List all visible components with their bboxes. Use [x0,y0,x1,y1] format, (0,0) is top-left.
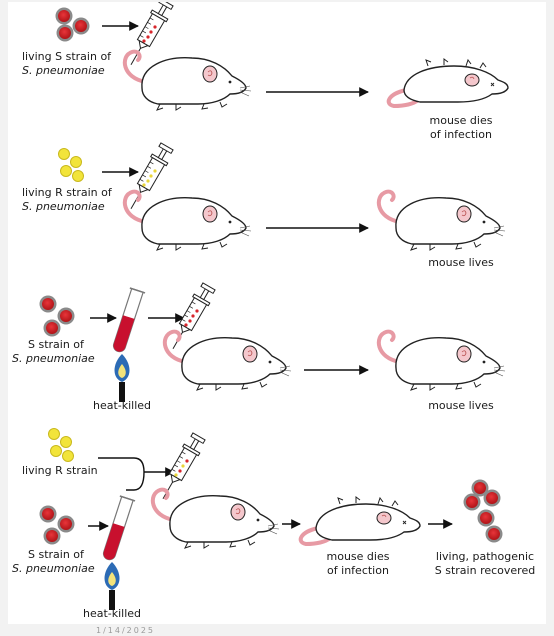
treatment-label: heat-killed [92,399,152,412]
treatment-label: heat-killed [82,607,142,620]
strain-label: living S strain of [22,50,112,63]
outcome-label: of infection [327,564,389,577]
s-strain-cell [55,7,73,25]
mouse-icon [162,329,293,392]
strain-label: S strain of [28,338,84,351]
outcome-label: mouse lives [428,399,494,412]
species-label: S. pneumoniae [22,64,105,77]
r-strain-cell [58,148,70,160]
species-label: S. pneumoniae [12,352,95,365]
r-strain-cell [60,436,72,448]
date-footer: 1/14/2025 [96,626,156,635]
r-strain-cell [60,165,72,177]
r-strain-cell [48,428,60,440]
dead-mouse-icon [298,495,422,546]
r-strain-cell [62,450,74,462]
species-label: S. pneumoniae [22,200,105,213]
outcome-label: mouse dies [429,114,493,127]
syringe-contents [142,25,157,43]
syringe-contents [184,309,199,327]
s-strain-cell [485,525,503,543]
test-tube-flame-icon [109,287,146,403]
s-strain-cell [463,493,481,511]
r-strain-cell [50,445,62,457]
merge-bracket [98,457,145,491]
syringe-contents [142,169,157,187]
s-strain-cell [483,489,501,507]
s-strain-cell [477,509,495,527]
s-strain-cell [43,319,61,337]
strain-label: living R strain of [22,186,112,199]
recovered-label: living, pathogenic [435,550,535,563]
outcome-label: of infection [430,128,492,141]
strain-label: living R strain [22,464,98,477]
syringe-contents [174,459,189,477]
mouse-icon [376,189,507,252]
outcome-label: mouse dies [326,550,390,563]
species-label: S. pneumoniae [12,562,95,575]
outcome-label: mouse lives [428,256,494,269]
mouse-icon [150,487,281,550]
mouse-icon [122,49,253,112]
s-strain-cell [72,17,90,35]
strain-label: S strain of [28,548,84,561]
s-strain-cell [39,295,57,313]
test-tube-flame-icon [99,495,136,611]
r-strain-cell [72,170,84,182]
dead-mouse-icon [386,57,510,108]
syringe-icon [154,431,208,504]
s-strain-cell [56,24,74,42]
s-strain-cell [57,307,75,325]
recovered-label: S strain recovered [434,564,536,577]
mouse-icon [376,329,507,392]
griffith-experiment-figure: living S strain of S. pneumoniae mouse d… [8,2,546,624]
mouse-icon [122,189,253,252]
r-strain-cell [70,156,82,168]
s-strain-cell [57,515,75,533]
s-strain-cell [43,527,61,545]
s-strain-cell [39,505,57,523]
